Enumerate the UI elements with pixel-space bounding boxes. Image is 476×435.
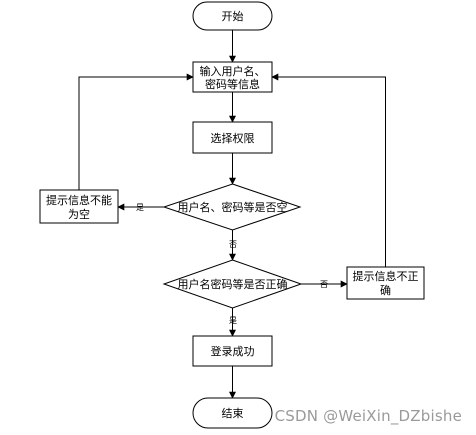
edge-correct-no-label: 否 [320, 280, 328, 289]
edge-hint-empty-loop [78, 73, 194, 190]
check-empty-label: 用户名、密码等是否空 [178, 200, 288, 214]
check-correct-label: 用户名密码等是否正确 [178, 277, 288, 291]
edge-empty-no-label: 否 [229, 240, 237, 249]
hint-empty-label-line1: 提示信息不能 [46, 193, 112, 207]
select-role-label: 选择权限 [211, 131, 255, 145]
edge-correct-yes-label: 是 [229, 316, 237, 325]
input-label-line2: 密码等信息 [205, 77, 260, 91]
success-node [192, 335, 273, 367]
success-label: 登录成功 [211, 344, 255, 358]
edge-empty-yes-label: 是 [136, 203, 144, 212]
watermark: CSDN @WeiXin_DZbishe [274, 407, 462, 425]
input-label-line1: 输入用户名、 [200, 64, 266, 78]
input-node [192, 61, 273, 93]
start-label: 开始 [222, 9, 244, 23]
edge-hint-wrong-loop [271, 73, 386, 267]
hint-wrong-label-line1: 提示信息不正 [353, 269, 419, 283]
hint-wrong-label-line2: 确 [380, 284, 391, 297]
end-label: 结束 [222, 407, 244, 420]
hint-empty-label-line2: 为空 [68, 207, 90, 221]
end-node [192, 397, 273, 429]
